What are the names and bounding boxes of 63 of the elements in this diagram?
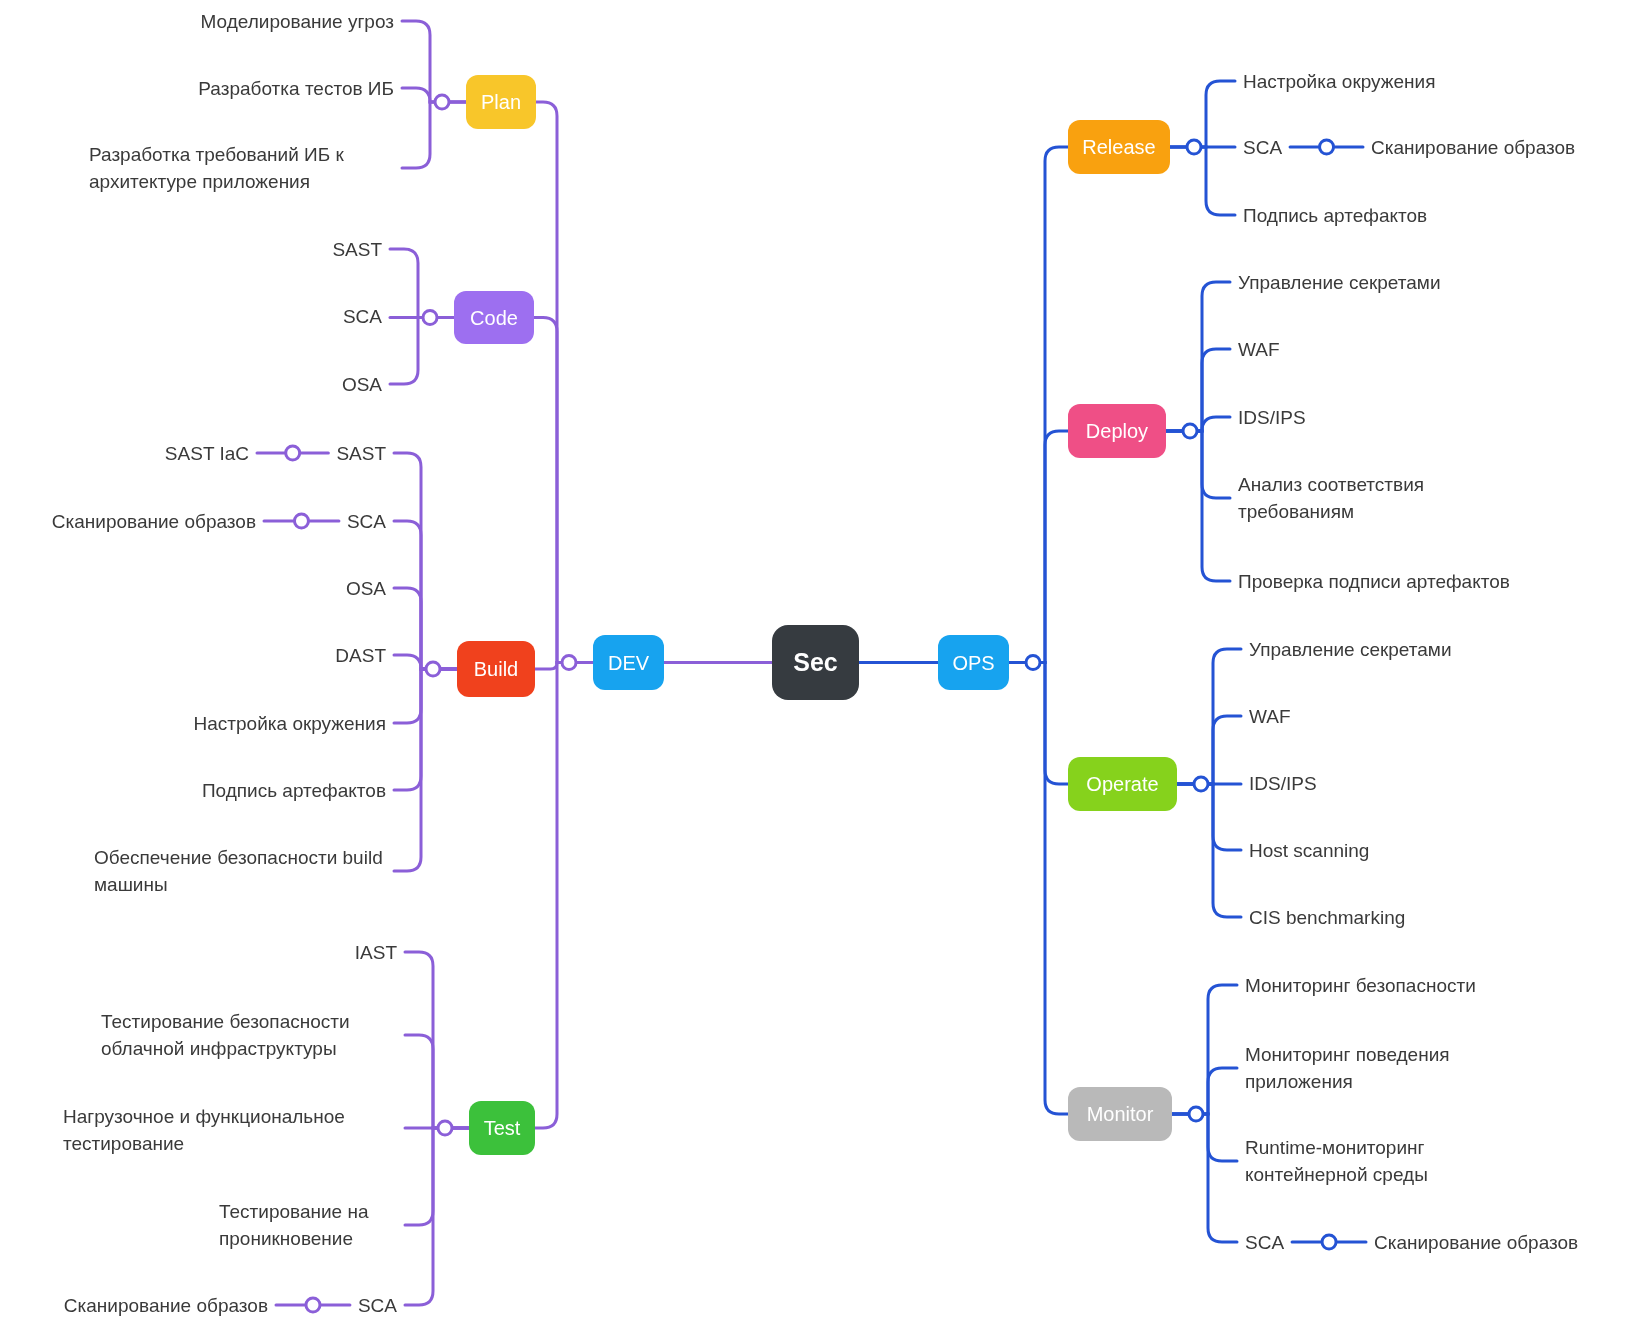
topic-label: SCA xyxy=(357,1291,397,1319)
branch-box: Release xyxy=(1068,120,1170,174)
connector-line xyxy=(262,519,341,523)
connector-line xyxy=(400,100,468,170)
branch-box: Operate xyxy=(1068,757,1177,811)
topic-label: WAF xyxy=(1238,335,1280,363)
topic-label: CIS benchmarking xyxy=(1249,903,1406,931)
topic-label: Мониторинг безопасности xyxy=(1245,971,1476,999)
branch-box: OPS xyxy=(938,635,1009,690)
topic-label: Подпись артефактов xyxy=(1243,201,1428,229)
topic-label: Управление секретами xyxy=(1238,268,1441,296)
connector-line xyxy=(255,451,330,455)
topic-label: Сканирование образов xyxy=(1371,133,1576,161)
connector-line xyxy=(1170,1112,1239,1244)
branch-box: Monitor xyxy=(1068,1087,1172,1141)
connector-line xyxy=(662,661,774,664)
topic-label: SCA xyxy=(1243,133,1283,161)
topic-label: SAST xyxy=(332,235,382,263)
topic-label: DAST xyxy=(335,641,386,669)
branch-box: Build xyxy=(457,641,535,697)
topic-label: SCA xyxy=(1245,1228,1285,1256)
topic-label: Обеспечение безопасности build машины xyxy=(94,844,386,898)
topic-label: Host scanning xyxy=(1249,836,1370,864)
connector-line xyxy=(274,1303,352,1307)
topic-label: Runtime-мониторинг контейнерной среды xyxy=(1245,1134,1480,1188)
connector-line xyxy=(1175,782,1243,919)
topic-label: OSA xyxy=(345,574,386,602)
topic-label: Разработка тестов ИБ xyxy=(198,74,394,102)
topic-label: SAST IaC xyxy=(164,439,249,467)
topic-label: Сканирование образов xyxy=(51,507,256,535)
topic-label: IAST xyxy=(354,938,397,966)
connector-line xyxy=(1168,145,1237,217)
topic-label: Сканирование образов xyxy=(1374,1228,1579,1256)
connector-line xyxy=(1164,429,1232,583)
branch-box: Test xyxy=(469,1101,535,1155)
topic-label: Настройка окружения xyxy=(193,709,386,737)
topic-label: Тестирование на проникновение xyxy=(219,1198,397,1252)
topic-label: WAF xyxy=(1249,702,1291,730)
connector-line xyxy=(857,661,940,664)
topic-label: Моделирование угроз xyxy=(200,7,394,35)
topic-label: Тестирование безопасности облачной инфраструктуры xyxy=(101,1008,397,1062)
connector-line xyxy=(1288,145,1365,149)
topic-label: Нагрузочное и функциональное тестирование xyxy=(63,1103,397,1157)
topic-label: Управление секретами xyxy=(1249,635,1452,663)
topic-label: Сканирование образов xyxy=(63,1291,268,1319)
topic-label: Настройка окружения xyxy=(1243,67,1436,95)
topic-label: Разработка требований ИБ к архитектуре приложения xyxy=(89,141,394,195)
topic-label: SCA xyxy=(342,302,382,330)
topic-label: Анализ соответствия требованиям xyxy=(1238,471,1468,525)
topic-label: Мониторинг поведения приложения xyxy=(1245,1041,1500,1095)
connector-line xyxy=(1290,1240,1368,1244)
topic-label: Подпись артефактов xyxy=(201,776,386,804)
branch-box: DEV xyxy=(593,635,664,690)
topic-label: OSA xyxy=(341,370,382,398)
topic-label: SCA xyxy=(346,507,386,535)
branch-box: Plan xyxy=(466,75,536,129)
root-box: Sec xyxy=(772,625,859,700)
topic-label: IDS/IPS xyxy=(1249,769,1317,797)
branch-box: Deploy xyxy=(1068,404,1166,458)
topic-label: SAST xyxy=(336,439,386,467)
branch-box: Code xyxy=(454,291,534,344)
topic-label: Проверка подписи артефактов xyxy=(1238,567,1510,595)
topic-label: IDS/IPS xyxy=(1238,403,1306,431)
